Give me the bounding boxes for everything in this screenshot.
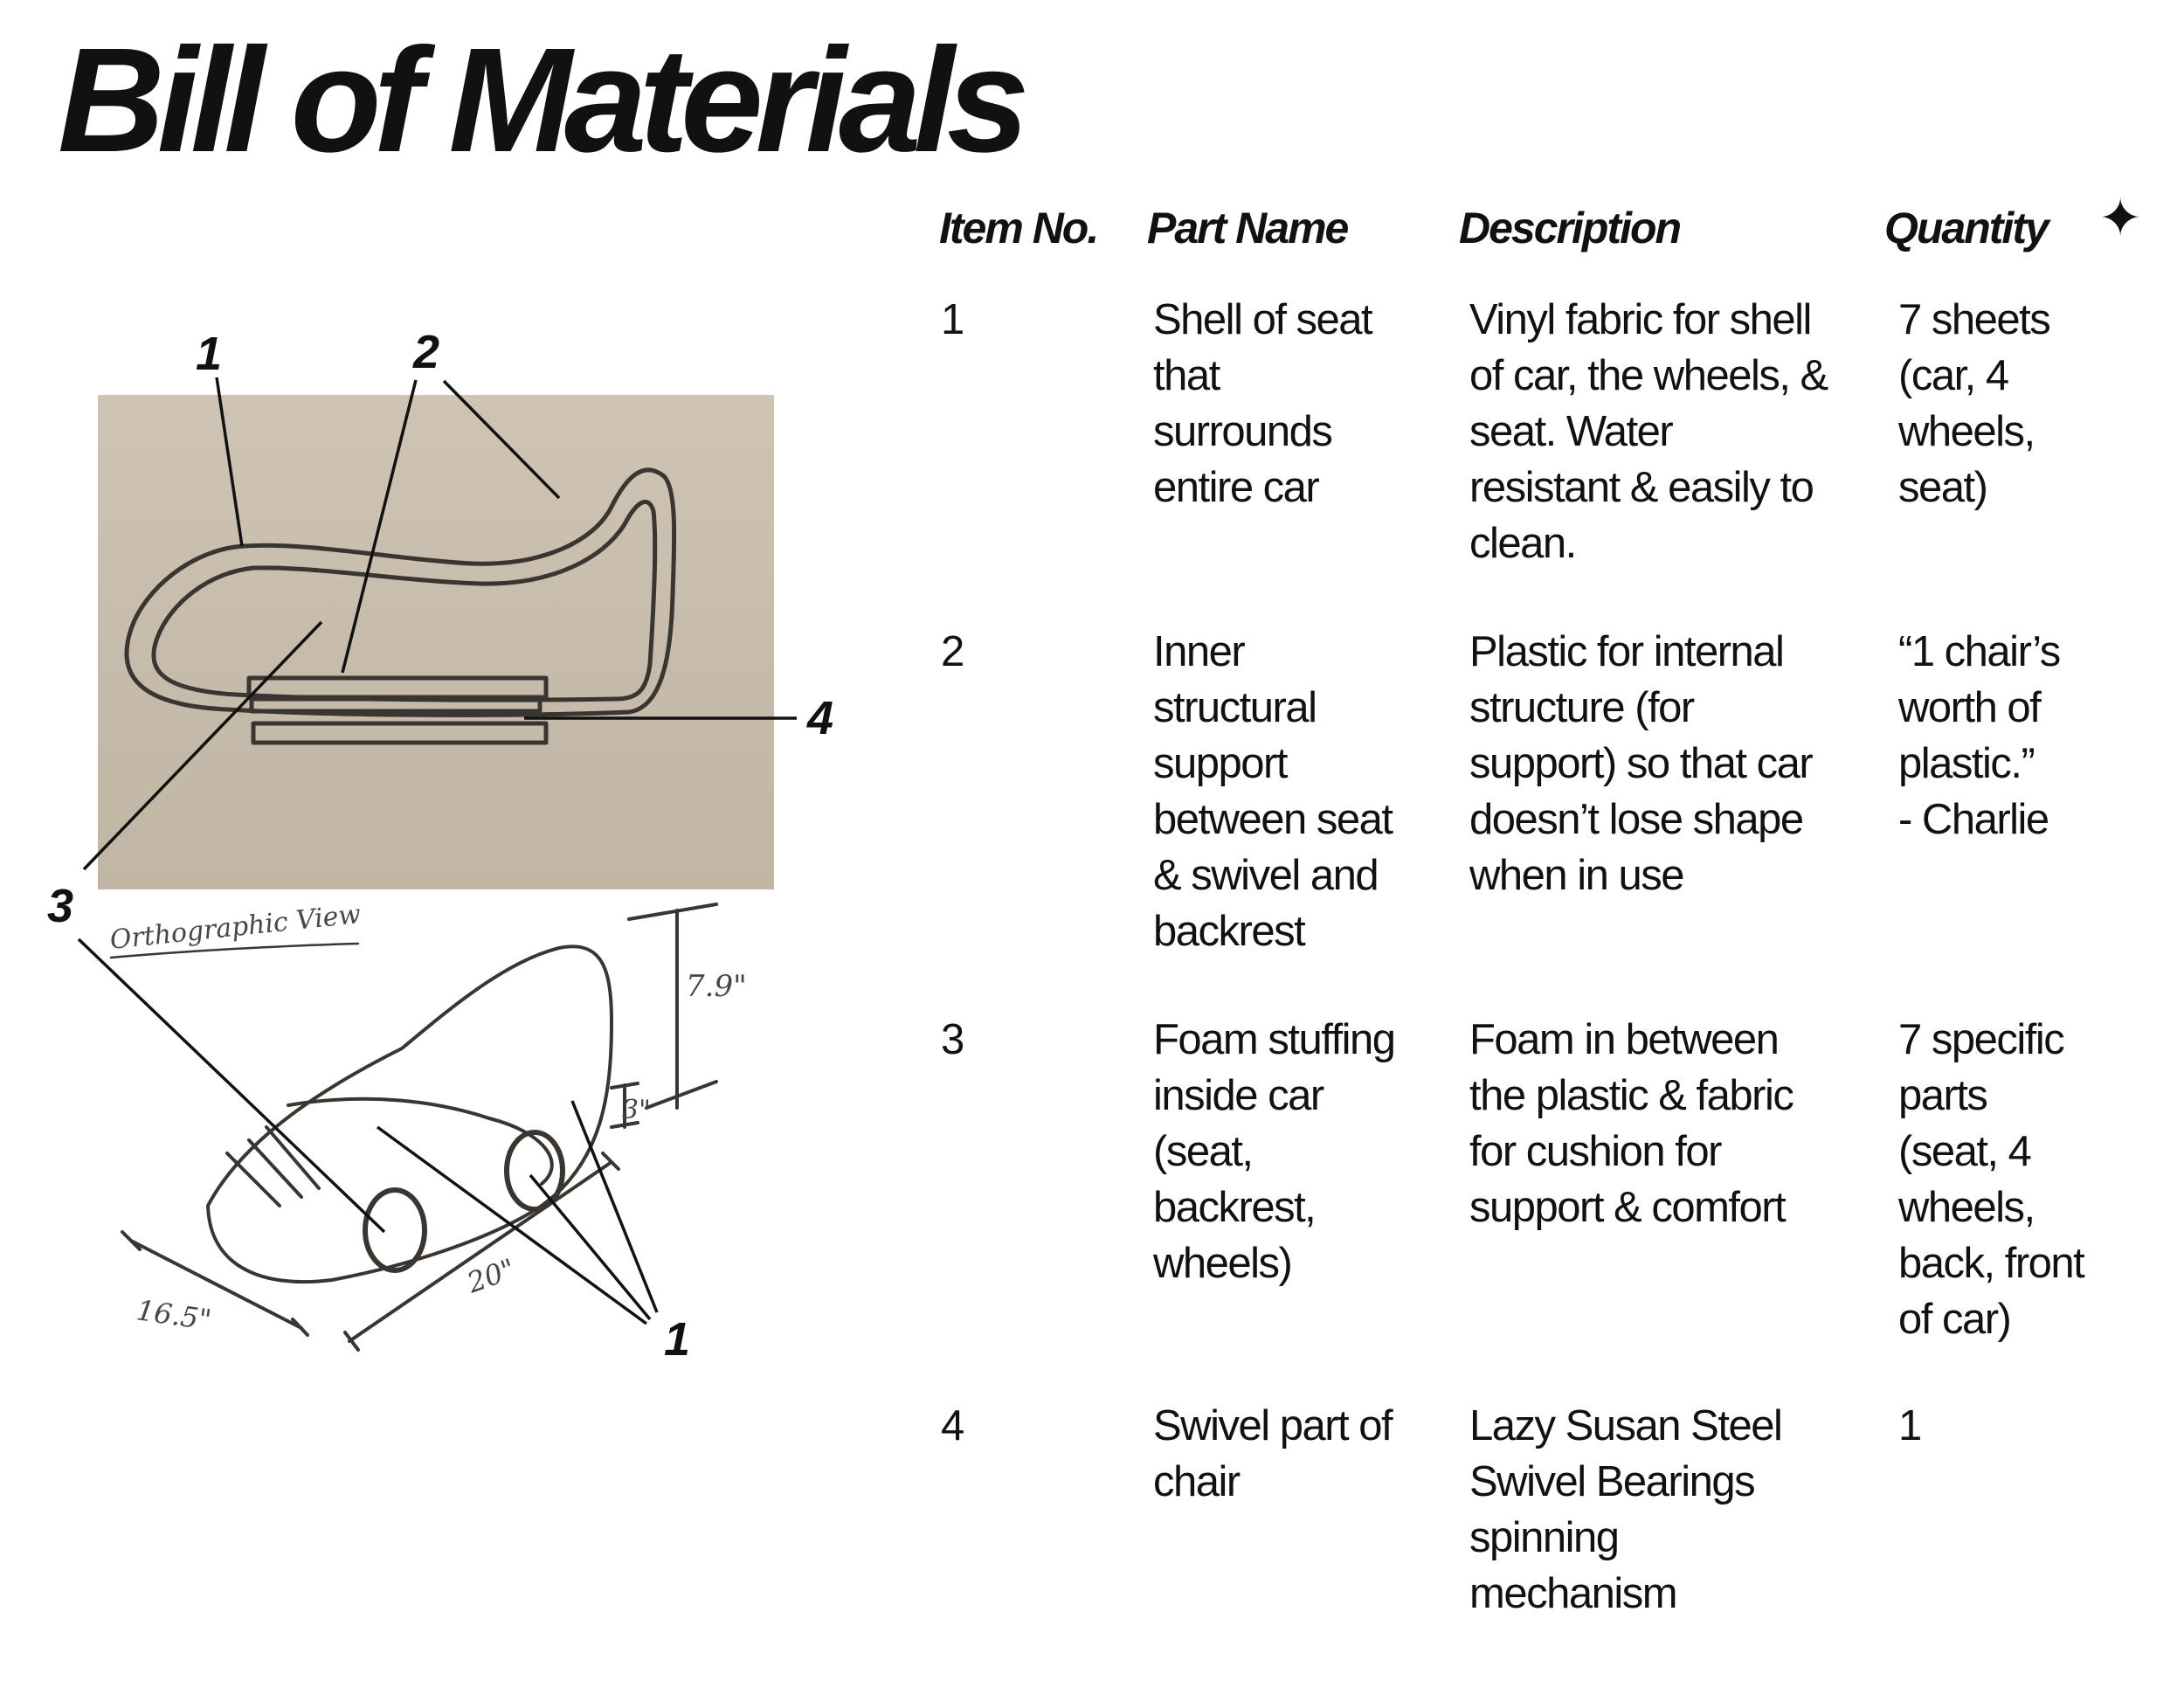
- row-4-quantity: 1: [1898, 1402, 1922, 1449]
- callout-2: 2: [413, 326, 440, 378]
- callout-4: 4: [807, 692, 834, 744]
- sparkle-icon: ✦: [2098, 189, 2143, 247]
- row-4-part: Swivel part of chair: [1153, 1402, 1393, 1505]
- car-drawing: [109, 903, 718, 1352]
- seat-cross-section-photo: [98, 395, 774, 889]
- header-description: Description: [1459, 204, 1682, 253]
- row-2-item: 2: [941, 628, 964, 675]
- header-quantity: Quantity: [1884, 204, 2049, 253]
- seat-section-drawing: [124, 467, 677, 745]
- orthographic-sketch-photo: [98, 889, 774, 1379]
- row-3-item: 3: [941, 1016, 964, 1063]
- row-4-description: Lazy Susan Steel Swivel Bearings spinnin…: [1469, 1402, 1783, 1617]
- row-2-part: Inner structural support between seat & …: [1153, 628, 1393, 955]
- callout-1-top: 1: [196, 328, 223, 380]
- row-1-quantity: 7 sheets (car, 4 wheels, seat): [1898, 296, 2051, 511]
- row-1-part: Shell of seat that surrounds entire car: [1153, 296, 1373, 511]
- row-2-description: Plastic for internal structure (for supp…: [1469, 628, 1814, 899]
- header-part-name: Part Name: [1147, 204, 1349, 253]
- page-title: Bill of Materials: [58, 17, 1029, 183]
- row-3-part: Foam stuffing inside car (seat, backrest…: [1153, 1016, 1396, 1287]
- header-item-no: Item No.: [939, 204, 1099, 253]
- row-1-description: Vinyl fabric for shell of car, the wheel…: [1469, 296, 1828, 567]
- row-2-quantity: “1 chair’s worth of plastic.” - Charlie: [1898, 628, 2061, 843]
- row-3-quantity: 7 specific parts (seat, 4 wheels, back, …: [1898, 1016, 2085, 1343]
- leader-lines: [77, 377, 797, 1325]
- dimension-width-label: 16.5": [135, 1293, 213, 1337]
- row-4-item: 4: [941, 1402, 964, 1449]
- callout-1-bottom: 1: [664, 1313, 691, 1366]
- callout-3: 3: [47, 880, 74, 932]
- row-1-item: 1: [941, 296, 964, 343]
- sketch-view-label: Orthographic View: [108, 899, 363, 956]
- row-3-description: Foam in between the plastic & fabric for…: [1469, 1016, 1794, 1231]
- dimension-wheel-label: 3": [622, 1095, 651, 1125]
- dimension-height-label: 7.9": [686, 969, 747, 1004]
